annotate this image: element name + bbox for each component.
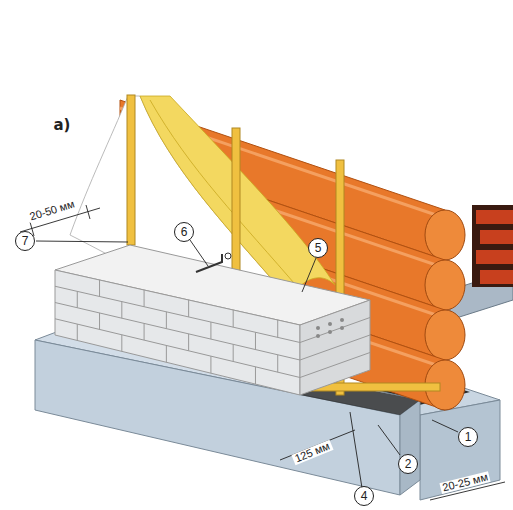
leaders (20, 205, 505, 500)
callout-number: 2 (398, 454, 418, 474)
figure-letter: а) (54, 118, 71, 133)
callout-number: 5 (308, 238, 328, 258)
dimension-label: 20-50 мм (26, 197, 77, 222)
brick-facing (55, 245, 370, 395)
callout-number: 6 (174, 222, 194, 242)
callout-number: 7 (15, 231, 35, 251)
callout-number: 4 (354, 486, 374, 506)
callout-number: 1 (458, 427, 478, 447)
